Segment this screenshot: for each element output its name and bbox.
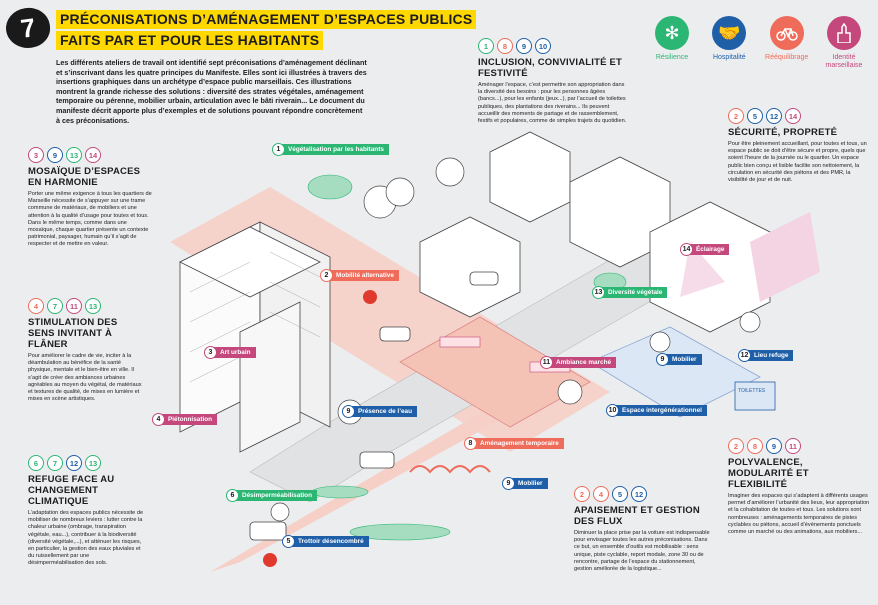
ref-number: 3 [28, 147, 44, 163]
section-numbers: 1 8 9 10 [478, 38, 628, 54]
toilettes-kiosk [734, 381, 776, 411]
toilettes-sign: TOILETTES [738, 388, 766, 394]
section-inclusion: 1 8 9 10 INCLUSION, CONVIVIALITÉ ET FEST… [478, 38, 628, 125]
ref-number: 2 [728, 108, 744, 124]
ref-number: 8 [747, 438, 763, 454]
section-refuge: 6 7 12 13 REFUGE FACE AU CHANGEMENT CLIM… [28, 455, 146, 568]
ref-number: 10 [535, 38, 551, 54]
ref-number: 9 [766, 438, 782, 454]
intro-paragraph: Les différents ateliers de travail ont i… [56, 58, 367, 125]
section-title: POLYVALENCE, MODULARITÉ ET FLEXIBILITÉ [728, 457, 809, 490]
section-numbers: 6 7 12 13 [28, 455, 146, 471]
title-line-1: PRÉCONISATIONS D’AMÉNAGEMENT D’ESPACES P… [56, 10, 477, 29]
ref-number: 11 [785, 438, 801, 454]
section-numbers: 3 9 13 14 [28, 147, 152, 163]
ref-number: 5 [612, 486, 628, 502]
principle-label: Identité marseillaise [825, 54, 863, 69]
section-polyvalence: 2 8 9 11 POLYVALENCE, MODULARITÉ ET FLEX… [728, 438, 870, 536]
principles-legend: ✻ Résilience 🤝 Hospitalité Rééquilibrage… [646, 16, 870, 70]
ref-number: 5 [747, 108, 763, 124]
principle-label: Résilience [655, 54, 689, 61]
page-title: PRÉCONISATIONS D’AMÉNAGEMENT D’ESPACES P… [56, 10, 477, 52]
ref-number: 9 [516, 38, 532, 54]
section-numbers: 2 5 12 14 [728, 108, 870, 124]
ref-number: 2 [574, 486, 590, 502]
section-title: REFUGE FACE AU CHANGEMENT CLIMATIQUE [28, 474, 115, 507]
section-text: Pour améliorer le cadre de vie, inciter … [28, 353, 142, 403]
principle-resilience: ✻ Résilience [646, 16, 698, 70]
section-mosaique: 3 9 13 14 MOSAÏQUE D’ESPACES EN HARMONIE… [28, 147, 152, 249]
principle-label: Hospitalité [712, 54, 746, 61]
ref-number: 12 [631, 486, 647, 502]
ref-number: 7 [47, 455, 63, 471]
handshake-icon: 🤝 [712, 16, 747, 50]
title-line-2: FAITS PAR ET POUR LES HABITANTS [56, 31, 324, 50]
section-text: Diminuer la place prise par la voiture e… [574, 530, 710, 573]
chapter-number: 7 [18, 11, 38, 44]
section-apaisement: 2 4 5 12 APAISEMENT ET GESTION DES FLUX … [574, 486, 714, 573]
bicycle-icon [769, 16, 804, 50]
ref-number: 4 [28, 298, 44, 314]
section-text: L’adaptation des espaces publics nécessi… [28, 510, 144, 567]
ref-number: 8 [497, 38, 513, 54]
section-text: Imaginer des espaces qui s’adaptent à di… [728, 493, 870, 536]
ref-number: 13 [85, 298, 101, 314]
snowflake-icon: ✻ [655, 16, 689, 50]
section-text: Pour être pleinement accueillant, pour t… [728, 141, 867, 184]
chapter-number-badge: 7 [3, 5, 53, 51]
principle-reequilibrage: Rééquilibrage [761, 16, 813, 70]
section-numbers: 2 8 9 11 [728, 438, 870, 454]
ref-number: 13 [66, 147, 82, 163]
principle-label: Rééquilibrage [765, 54, 809, 61]
ref-number: 13 [85, 455, 101, 471]
ref-number: 2 [728, 438, 744, 454]
ref-number: 12 [66, 455, 82, 471]
ref-number: 1 [478, 38, 494, 54]
section-title: MOSAÏQUE D’ESPACES EN HARMONIE [28, 166, 141, 188]
ref-number: 7 [47, 298, 63, 314]
ref-number: 12 [766, 108, 782, 124]
section-securite: 2 5 12 14 SÉCURITÉ, PROPRETÉ Pour être p… [728, 108, 870, 184]
section-title: STIMULATION DES SENS INVITANT À FLÂNER [28, 317, 118, 350]
ref-number: 9 [47, 147, 63, 163]
ref-number: 4 [593, 486, 609, 502]
section-title: SÉCURITÉ, PROPRETÉ [728, 127, 838, 138]
section-title: INCLUSION, CONVIVIALITÉ ET FESTIVITÉ [478, 57, 623, 79]
ref-number: 11 [66, 298, 82, 314]
principle-identite: Identité marseillaise [818, 16, 870, 70]
section-title: APAISEMENT ET GESTION DES FLUX [574, 505, 700, 527]
ref-number: 14 [85, 147, 101, 163]
section-text: Porter une même exigence à tous les quar… [28, 191, 152, 248]
basilica-icon [826, 16, 861, 50]
ref-number: 6 [28, 455, 44, 471]
section-numbers: 2 4 5 12 [574, 486, 714, 502]
section-text: Aménager l’espace, c’est permettre son a… [478, 82, 627, 125]
section-stimulation: 4 7 11 13 STIMULATION DES SENS INVITANT … [28, 298, 146, 403]
section-numbers: 4 7 11 13 [28, 298, 146, 314]
isometric-street-illustration: TOILETTES [170, 131, 820, 572]
principle-hospitalite: 🤝 Hospitalité [703, 16, 755, 70]
ref-number: 14 [785, 108, 801, 124]
